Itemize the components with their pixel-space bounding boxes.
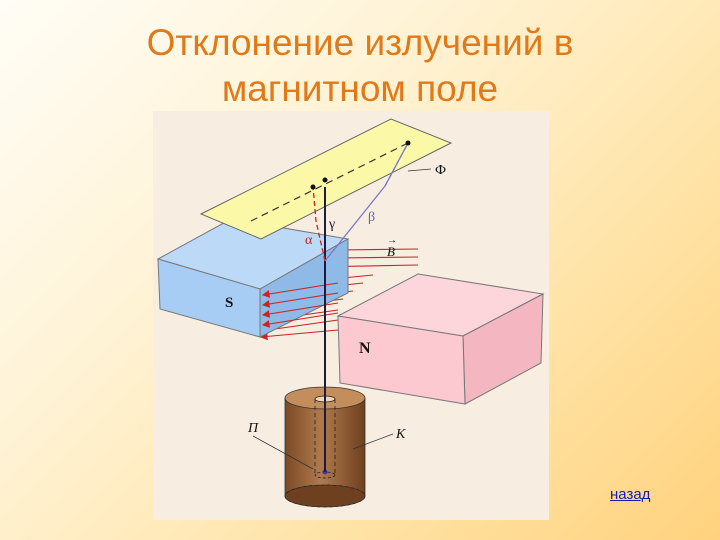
alpha-label: α bbox=[305, 233, 313, 248]
container-label: К bbox=[396, 427, 406, 442]
beta-label: β bbox=[368, 210, 376, 225]
source-label: П bbox=[248, 421, 259, 436]
vector-arrow-icon: → bbox=[387, 235, 397, 246]
north-pole-label: N bbox=[359, 340, 371, 357]
title-line-1: Отклонение излучений в bbox=[146, 22, 574, 63]
magnetic-deflection-diagram: S N α γ β → B Ф П К bbox=[153, 111, 549, 520]
slide-title: Отклонение излучений в магнитном поле bbox=[0, 20, 720, 112]
alpha-ray bbox=[312, 186, 326, 262]
gamma-label: γ bbox=[329, 217, 336, 232]
title-line-2: магнитном поле bbox=[221, 68, 499, 109]
diagram-canvas bbox=[156, 118, 545, 508]
back-link[interactable]: назад bbox=[610, 486, 651, 503]
south-pole-label: S bbox=[225, 295, 234, 311]
radiation-rays bbox=[310, 140, 411, 472]
screen-label: Ф bbox=[435, 163, 447, 178]
north-magnet bbox=[336, 273, 545, 405]
field-vector-label: → B bbox=[387, 235, 397, 259]
